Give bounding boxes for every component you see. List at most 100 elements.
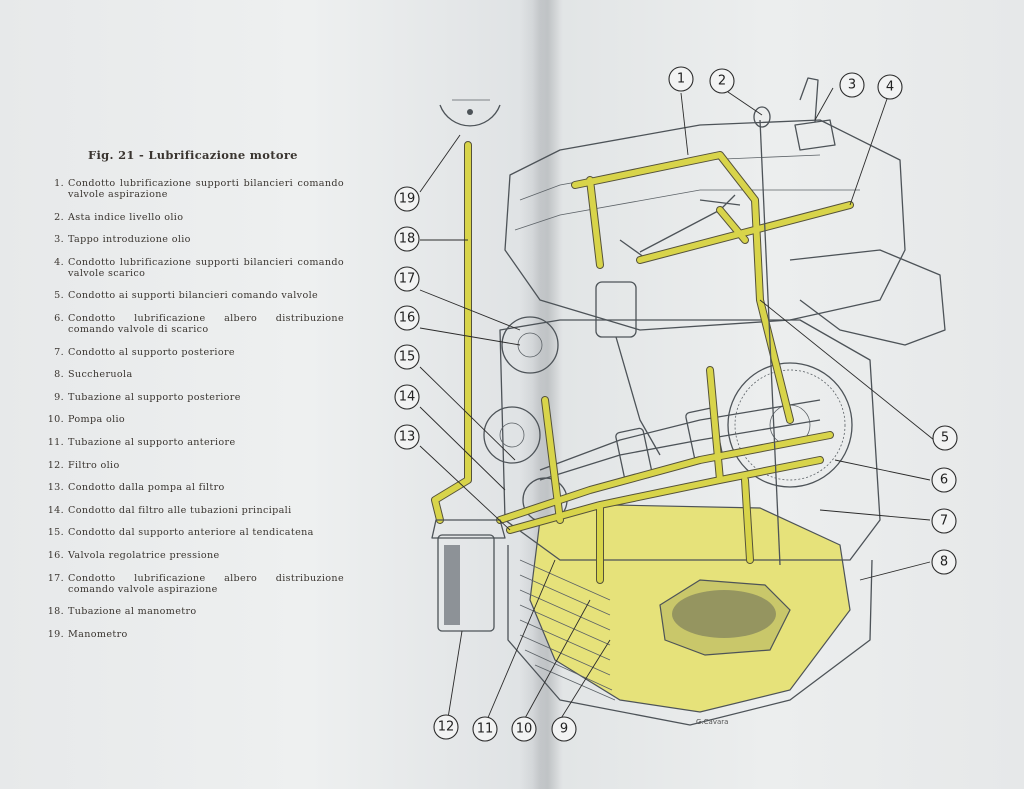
legend-item: 15. Condotto dal supporto anteriore al te… (44, 527, 344, 538)
callout-8-label: 8 (940, 555, 948, 570)
legend-list: 1. Condotto lubrificazione supporti bilan… (44, 178, 344, 640)
legend-item-text: Manometro (68, 628, 128, 640)
oil-filler-cap (794, 77, 836, 151)
legend-item-number: 5. (54, 290, 64, 302)
legend-item-number: 13. (47, 482, 64, 494)
legend-item: 10. Pompa olio (44, 414, 344, 425)
legend-item-text: Condotto lubrificazione supporti bilanci… (68, 256, 344, 279)
legend-item: 8. Succheruola (44, 369, 344, 380)
callout-19: 19 (394, 186, 420, 212)
legend-item-number: 2. (54, 211, 64, 223)
callout-9: 9 (551, 716, 577, 742)
valve-cover (504, 119, 906, 331)
callout-11: 11 (472, 716, 498, 742)
legend-item-number: 16. (47, 549, 64, 561)
legend-item-number: 9. (54, 391, 64, 403)
legend-item: 9.Tubazione al supporto posteriore (44, 392, 344, 403)
oil-passages (431, 141, 854, 584)
callout-4-label: 4 (886, 80, 894, 95)
legend-item-number: 10. (47, 414, 64, 426)
callout-2-label: 2 (718, 74, 726, 89)
legend-item-number: 1. (54, 178, 64, 189)
callout-10-label: 10 (516, 722, 533, 737)
legend-item: 1. Condotto lubrificazione supporti bilan… (44, 178, 344, 200)
legend-item: 11. Tubazione al supporto anteriore (44, 437, 344, 448)
legend-item-number: 7. (54, 346, 64, 358)
piston (595, 281, 637, 338)
callout-4: 4 (877, 74, 903, 100)
sump-outline (507, 545, 873, 726)
callout-11-label: 11 (477, 722, 494, 737)
callout-8: 8 (931, 549, 957, 575)
callout-1: 1 (668, 66, 694, 92)
legend-item-text: Valvola regolatrice pressione (68, 549, 220, 561)
legend-item-number: 11. (47, 436, 64, 448)
legend-item-text: Succheruola (68, 369, 133, 381)
legend-item: 2.Asta indice livello olio (44, 212, 344, 223)
exhaust-manifold (789, 249, 946, 346)
legend-item: 14. Condotto dal filtro alle tubazioni pr… (44, 505, 344, 516)
timing-gear-lower (483, 406, 541, 464)
callout-3: 3 (839, 72, 865, 98)
flywheel (727, 362, 853, 488)
legend-item-number: 6. (54, 312, 64, 324)
legend-item: 3. Tappo introduzione olio (44, 234, 344, 245)
callout-14-label: 14 (399, 390, 416, 405)
leader-lines (419, 87, 935, 721)
engine-block (499, 319, 881, 561)
legend-item-number: 15. (47, 527, 64, 539)
legend-item-number: 3. (54, 234, 64, 246)
legend-item: 7. Condotto al supporto posteriore (44, 347, 344, 358)
callout-15-label: 15 (399, 350, 416, 365)
callout-14: 14 (394, 384, 420, 410)
legend-item-text: Condotto al supporto posteriore (68, 346, 235, 358)
legend-item-text: Tappo introduzione olio (68, 234, 191, 246)
pressure-gauge (439, 104, 501, 127)
legend-item-text: Condotto lubrificazione albero distribuz… (68, 312, 344, 335)
legend-item-text: Condotto dal filtro alle tubazioni princ… (68, 504, 292, 516)
callout-10: 10 (511, 716, 537, 742)
callout-6-label: 6 (940, 473, 948, 488)
callout-16: 16 (394, 305, 420, 331)
legend-item-number: 4. (54, 256, 64, 268)
legend-item-number: 8. (54, 369, 64, 381)
callout-12-label: 12 (438, 720, 455, 735)
legend-item-text: Condotto dalla pompa al filtro (68, 482, 225, 494)
legend-item: 5. Condotto ai supporti bilancieri comand… (44, 290, 344, 301)
legend-item: 16. Valvola regolatrice pressione (44, 550, 344, 561)
callout-15: 15 (394, 344, 420, 370)
crankshaft (539, 399, 821, 481)
legend-item-text: Condotto ai supporti bilancieri comando … (68, 290, 319, 302)
callout-3-label: 3 (848, 78, 856, 93)
callout-17-label: 17 (399, 272, 416, 287)
callout-13-label: 13 (399, 430, 416, 445)
legend-item-number: 19. (47, 628, 64, 640)
figure-caption: Fig. 21 - Lubrificazione motore 1. Condot… (44, 148, 344, 651)
legend-item: 19. Manometro (44, 629, 344, 640)
callout-7: 7 (931, 508, 957, 534)
legend-item-number: 14. (47, 504, 64, 516)
callout-6: 6 (931, 467, 957, 493)
artist-signature: G.Cavara (696, 718, 729, 726)
legend-item-text: Condotto lubrificazione supporti bilanci… (68, 178, 344, 200)
legend-item: 13. Condotto dalla pompa al filtro (44, 482, 344, 493)
oil-filter (437, 534, 495, 632)
callout-12: 12 (433, 714, 459, 740)
figure-title: Fig. 21 - Lubrificazione motore (88, 148, 298, 162)
legend-item: 18.Tubazione al manometro (44, 606, 344, 617)
legend-item-number: 18. (47, 606, 64, 618)
callout-19-label: 19 (399, 192, 416, 207)
legend-item-text: Tubazione al supporto anteriore (68, 436, 236, 448)
callout-7-label: 7 (940, 514, 948, 529)
callout-5-label: 5 (941, 431, 949, 446)
legend-item: 12.Filtro olio (44, 460, 344, 471)
callout-2: 2 (709, 68, 735, 94)
legend-item-text: Pompa olio (68, 414, 126, 426)
legend-item: 6. Condotto lubrificazione albero distrib… (44, 313, 344, 335)
legend-item-number: 12. (47, 459, 64, 471)
legend-item-text: Condotto dal supporto anteriore al tendi… (68, 527, 314, 539)
callout-16-label: 16 (399, 311, 416, 326)
callout-13: 13 (394, 424, 420, 450)
